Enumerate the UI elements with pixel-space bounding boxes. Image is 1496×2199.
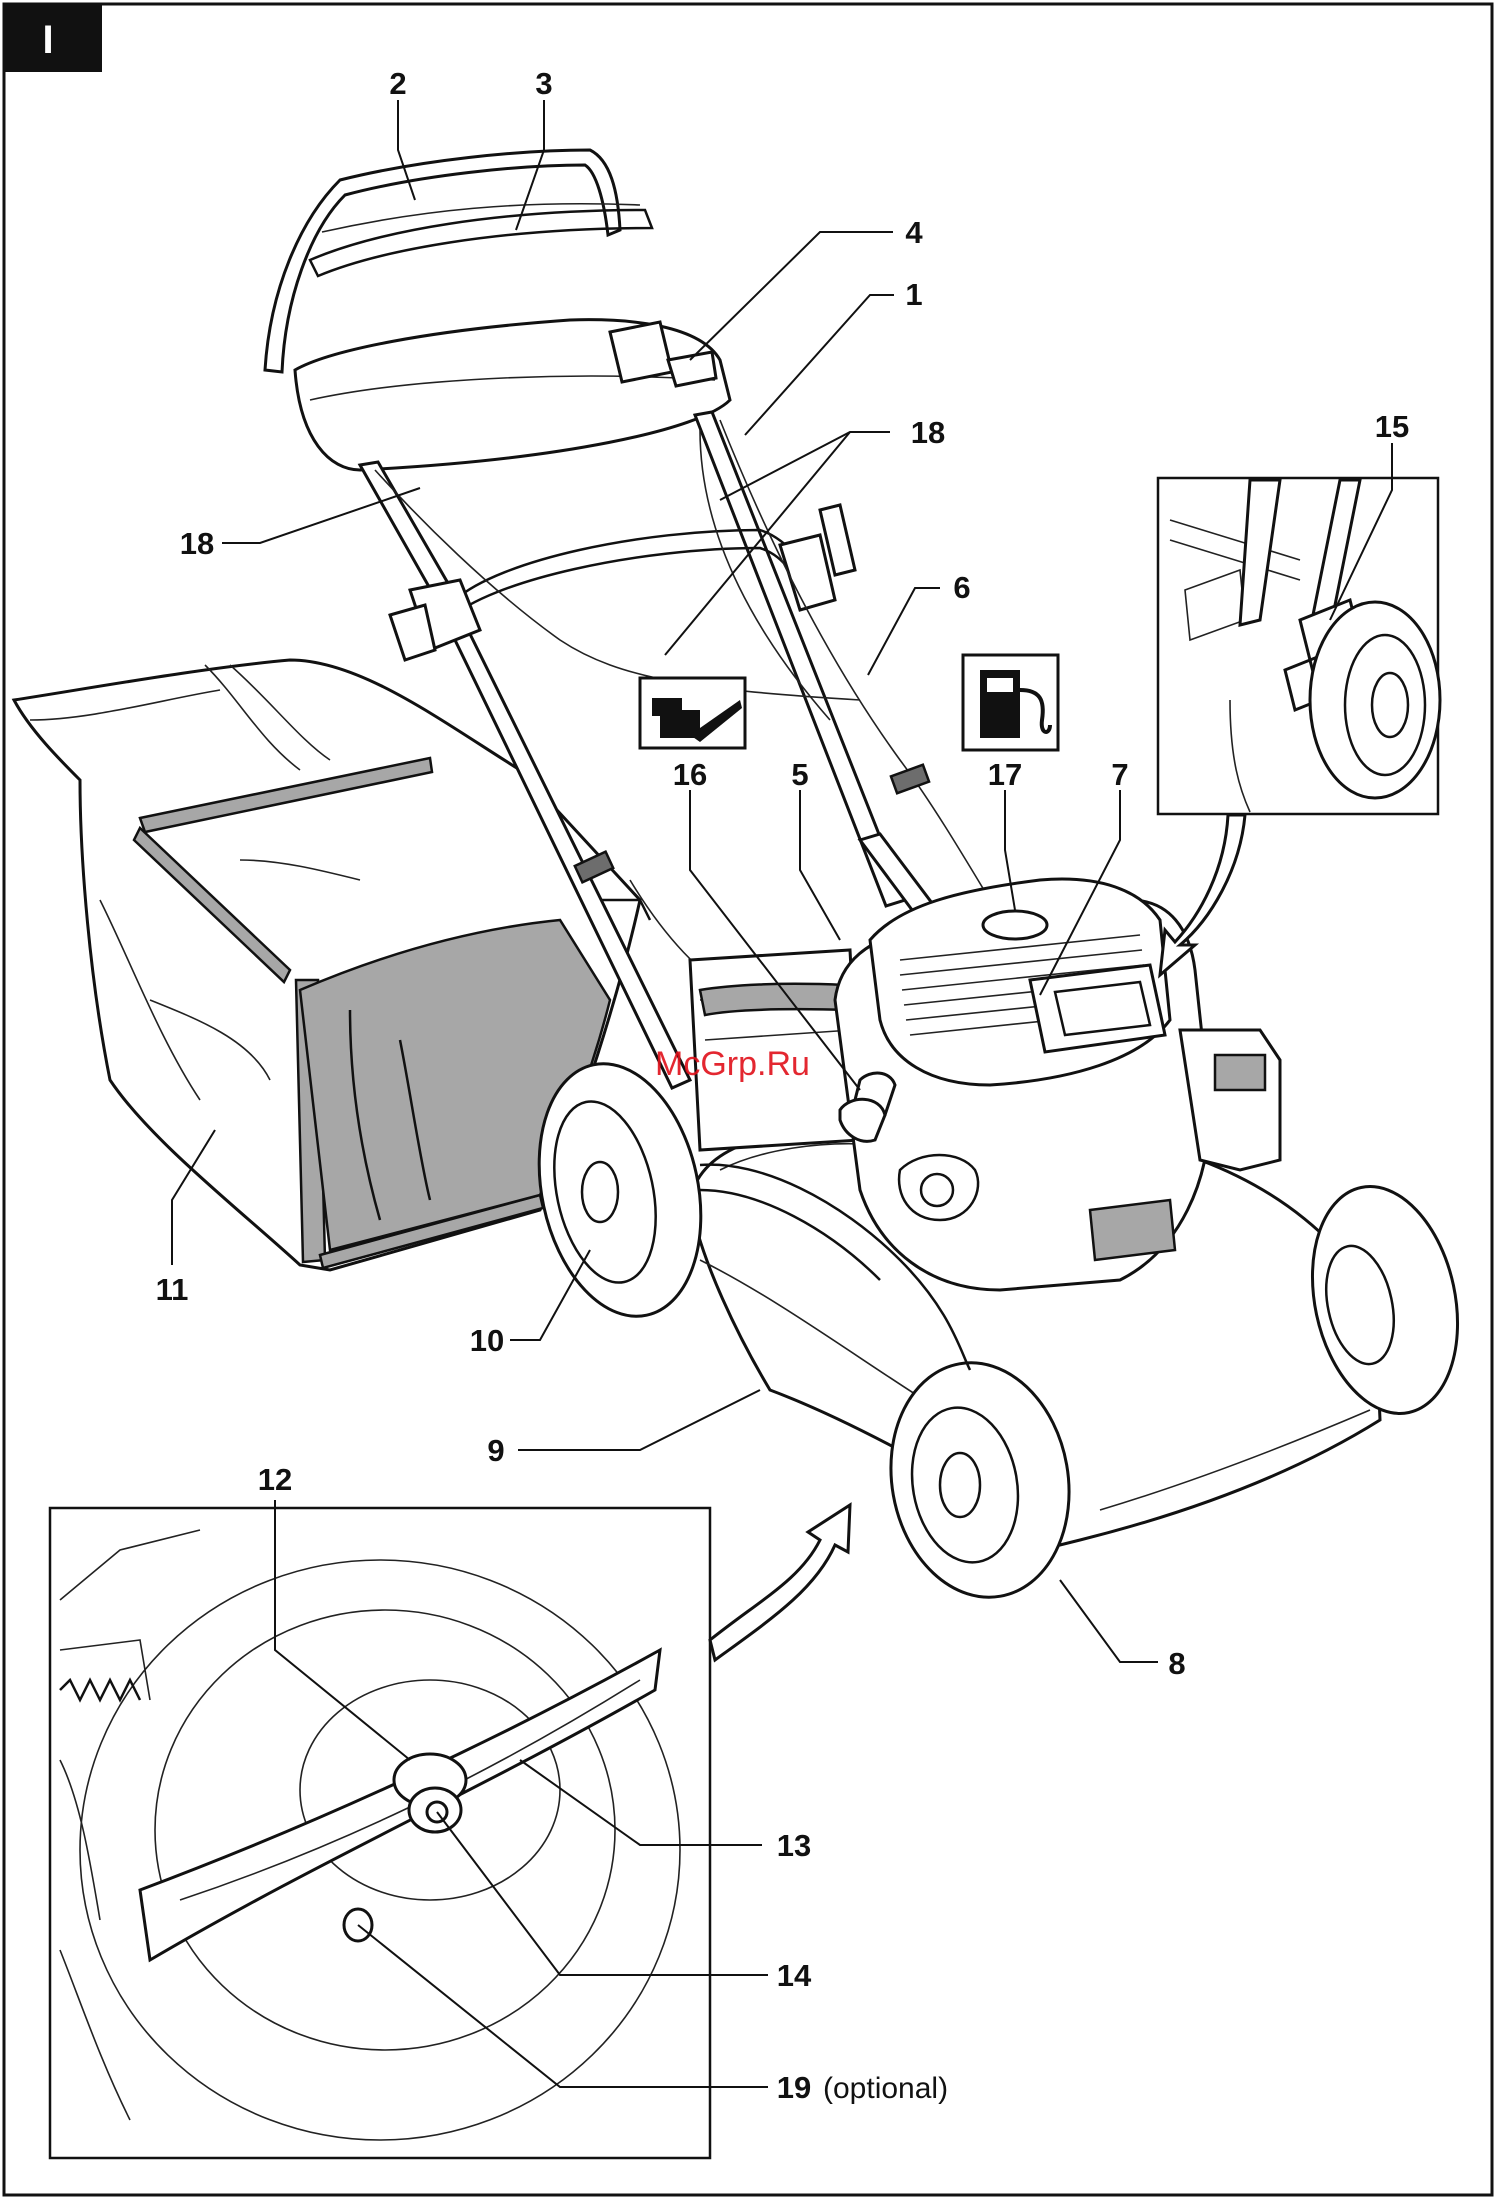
callout-2: 2	[389, 66, 406, 101]
callout-17: 17	[988, 757, 1022, 792]
inset-arrow-upper	[1160, 815, 1245, 975]
inset-blade	[50, 1508, 710, 2158]
inset-arrow-lower	[710, 1505, 850, 1660]
callout-15: 15	[1375, 409, 1409, 444]
callout-5: 5	[791, 757, 808, 792]
callout-19-note: (optional)	[823, 2072, 948, 2105]
callout-18-right: 18	[911, 415, 945, 450]
inset-height-adjuster	[1158, 478, 1440, 814]
callout-19: 19	[777, 2070, 811, 2105]
callout-11: 11	[156, 1272, 189, 1307]
callout-18-left: 18	[180, 526, 214, 561]
callout-3: 3	[535, 66, 552, 101]
callout-16: 16	[673, 757, 707, 792]
callout-9: 9	[487, 1433, 504, 1468]
watermark: McGrp.Ru	[655, 1045, 810, 1083]
callout-4: 4	[905, 215, 923, 250]
callout-14: 14	[777, 1958, 812, 1993]
callout-10: 10	[470, 1323, 504, 1358]
section-tab: I	[4, 4, 102, 72]
callout-7: 7	[1111, 757, 1128, 792]
section-tab-label: I	[42, 18, 53, 62]
callout-8: 8	[1168, 1646, 1185, 1681]
oil-can-icon	[640, 678, 745, 748]
callout-13: 13	[777, 1828, 811, 1863]
fuel-pump-icon	[963, 655, 1058, 750]
callout-12: 12	[258, 1462, 292, 1497]
callout-1: 1	[905, 277, 922, 312]
callout-6: 6	[953, 570, 970, 605]
